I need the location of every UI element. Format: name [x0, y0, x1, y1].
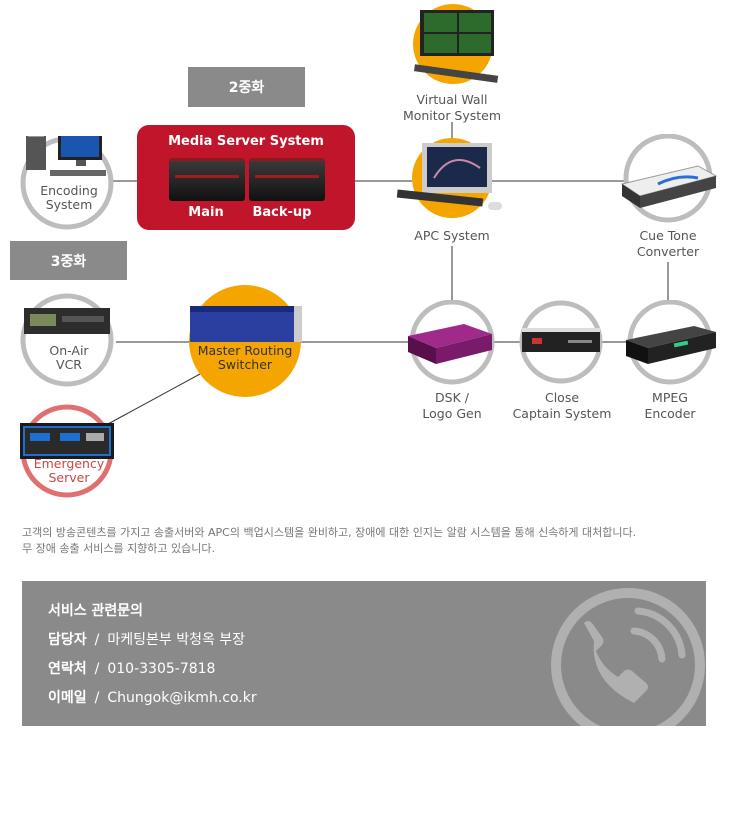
connection-lines [100, 122, 669, 425]
emergency-server-node [20, 404, 114, 498]
computer-icon [396, 143, 502, 210]
contact-heading: 서비스 관련문의 [48, 603, 144, 619]
contact-email-row: 이메일 / Chungok@ikmh.co.kr [48, 687, 257, 707]
vcr-icon [24, 308, 110, 334]
phone-icon [551, 588, 705, 726]
backup-server-icon [249, 158, 325, 201]
separator: / [94, 661, 100, 677]
server-icon [408, 324, 492, 364]
server-icon [626, 326, 716, 364]
master-routing-node [189, 285, 302, 397]
manager-value: 마케팅본부 박청옥 부장 [107, 632, 246, 648]
media-server-title: Media Server System [168, 134, 324, 149]
server-icon [20, 423, 114, 459]
description-line-2: 무 장애 송출 서비스를 지향하고 있습니다. [22, 542, 216, 555]
phone-label: 연락처 [48, 661, 87, 677]
description-line-1: 고객의 방송콘텐츠를 가지고 송출서버와 APC의 백업시스템을 완비하고, 장… [22, 526, 637, 539]
email-value[interactable]: Chungok@ikmh.co.kr [107, 690, 257, 706]
encoding-system-node [20, 136, 114, 230]
contact-manager-row: 담당자 / 마케팅본부 박청옥 부장 [48, 629, 245, 649]
mpeg-encoder-node [626, 300, 716, 385]
virtual-wall-node [413, 4, 499, 84]
cue-tone-node [620, 134, 718, 223]
router-icon [190, 306, 302, 342]
dsk-label: DSK /Logo Gen [422, 390, 482, 421]
media-server-system-box: Media Server System Main Back-up [137, 125, 355, 230]
apc-system-node [396, 138, 502, 218]
contact-box: 서비스 관련문의 담당자 / 마케팅본부 박청옥 부장 연락처 / 010-3305-7… [22, 581, 706, 726]
backup-label: Back-up [252, 205, 312, 220]
monitor-icon [413, 10, 499, 83]
separator: / [94, 690, 100, 706]
dual-redundancy-tag: 2중화 [188, 67, 305, 107]
service-description: 고객의 방송콘텐츠를 가지고 송출서버와 APC의 백업시스템을 완비하고, 장… [22, 525, 636, 557]
main-server-icon [169, 158, 245, 201]
separator: / [94, 632, 100, 648]
dsk-node [408, 300, 495, 385]
main-label: Main [188, 205, 224, 220]
apc-system-label: APC System [414, 228, 490, 243]
email-label: 이메일 [48, 690, 87, 706]
triple-redundancy-tag: 3중화 [10, 241, 127, 280]
server-icon [620, 165, 718, 208]
phone-value: 010-3305-7818 [107, 661, 216, 677]
contact-phone-row: 연락처 / 010-3305-7818 [48, 658, 215, 678]
on-air-vcr-node [20, 293, 114, 387]
close-caption-node [519, 300, 603, 384]
computer-icon [26, 136, 106, 176]
manager-label: 담당자 [48, 632, 87, 648]
server-icon [522, 328, 600, 352]
